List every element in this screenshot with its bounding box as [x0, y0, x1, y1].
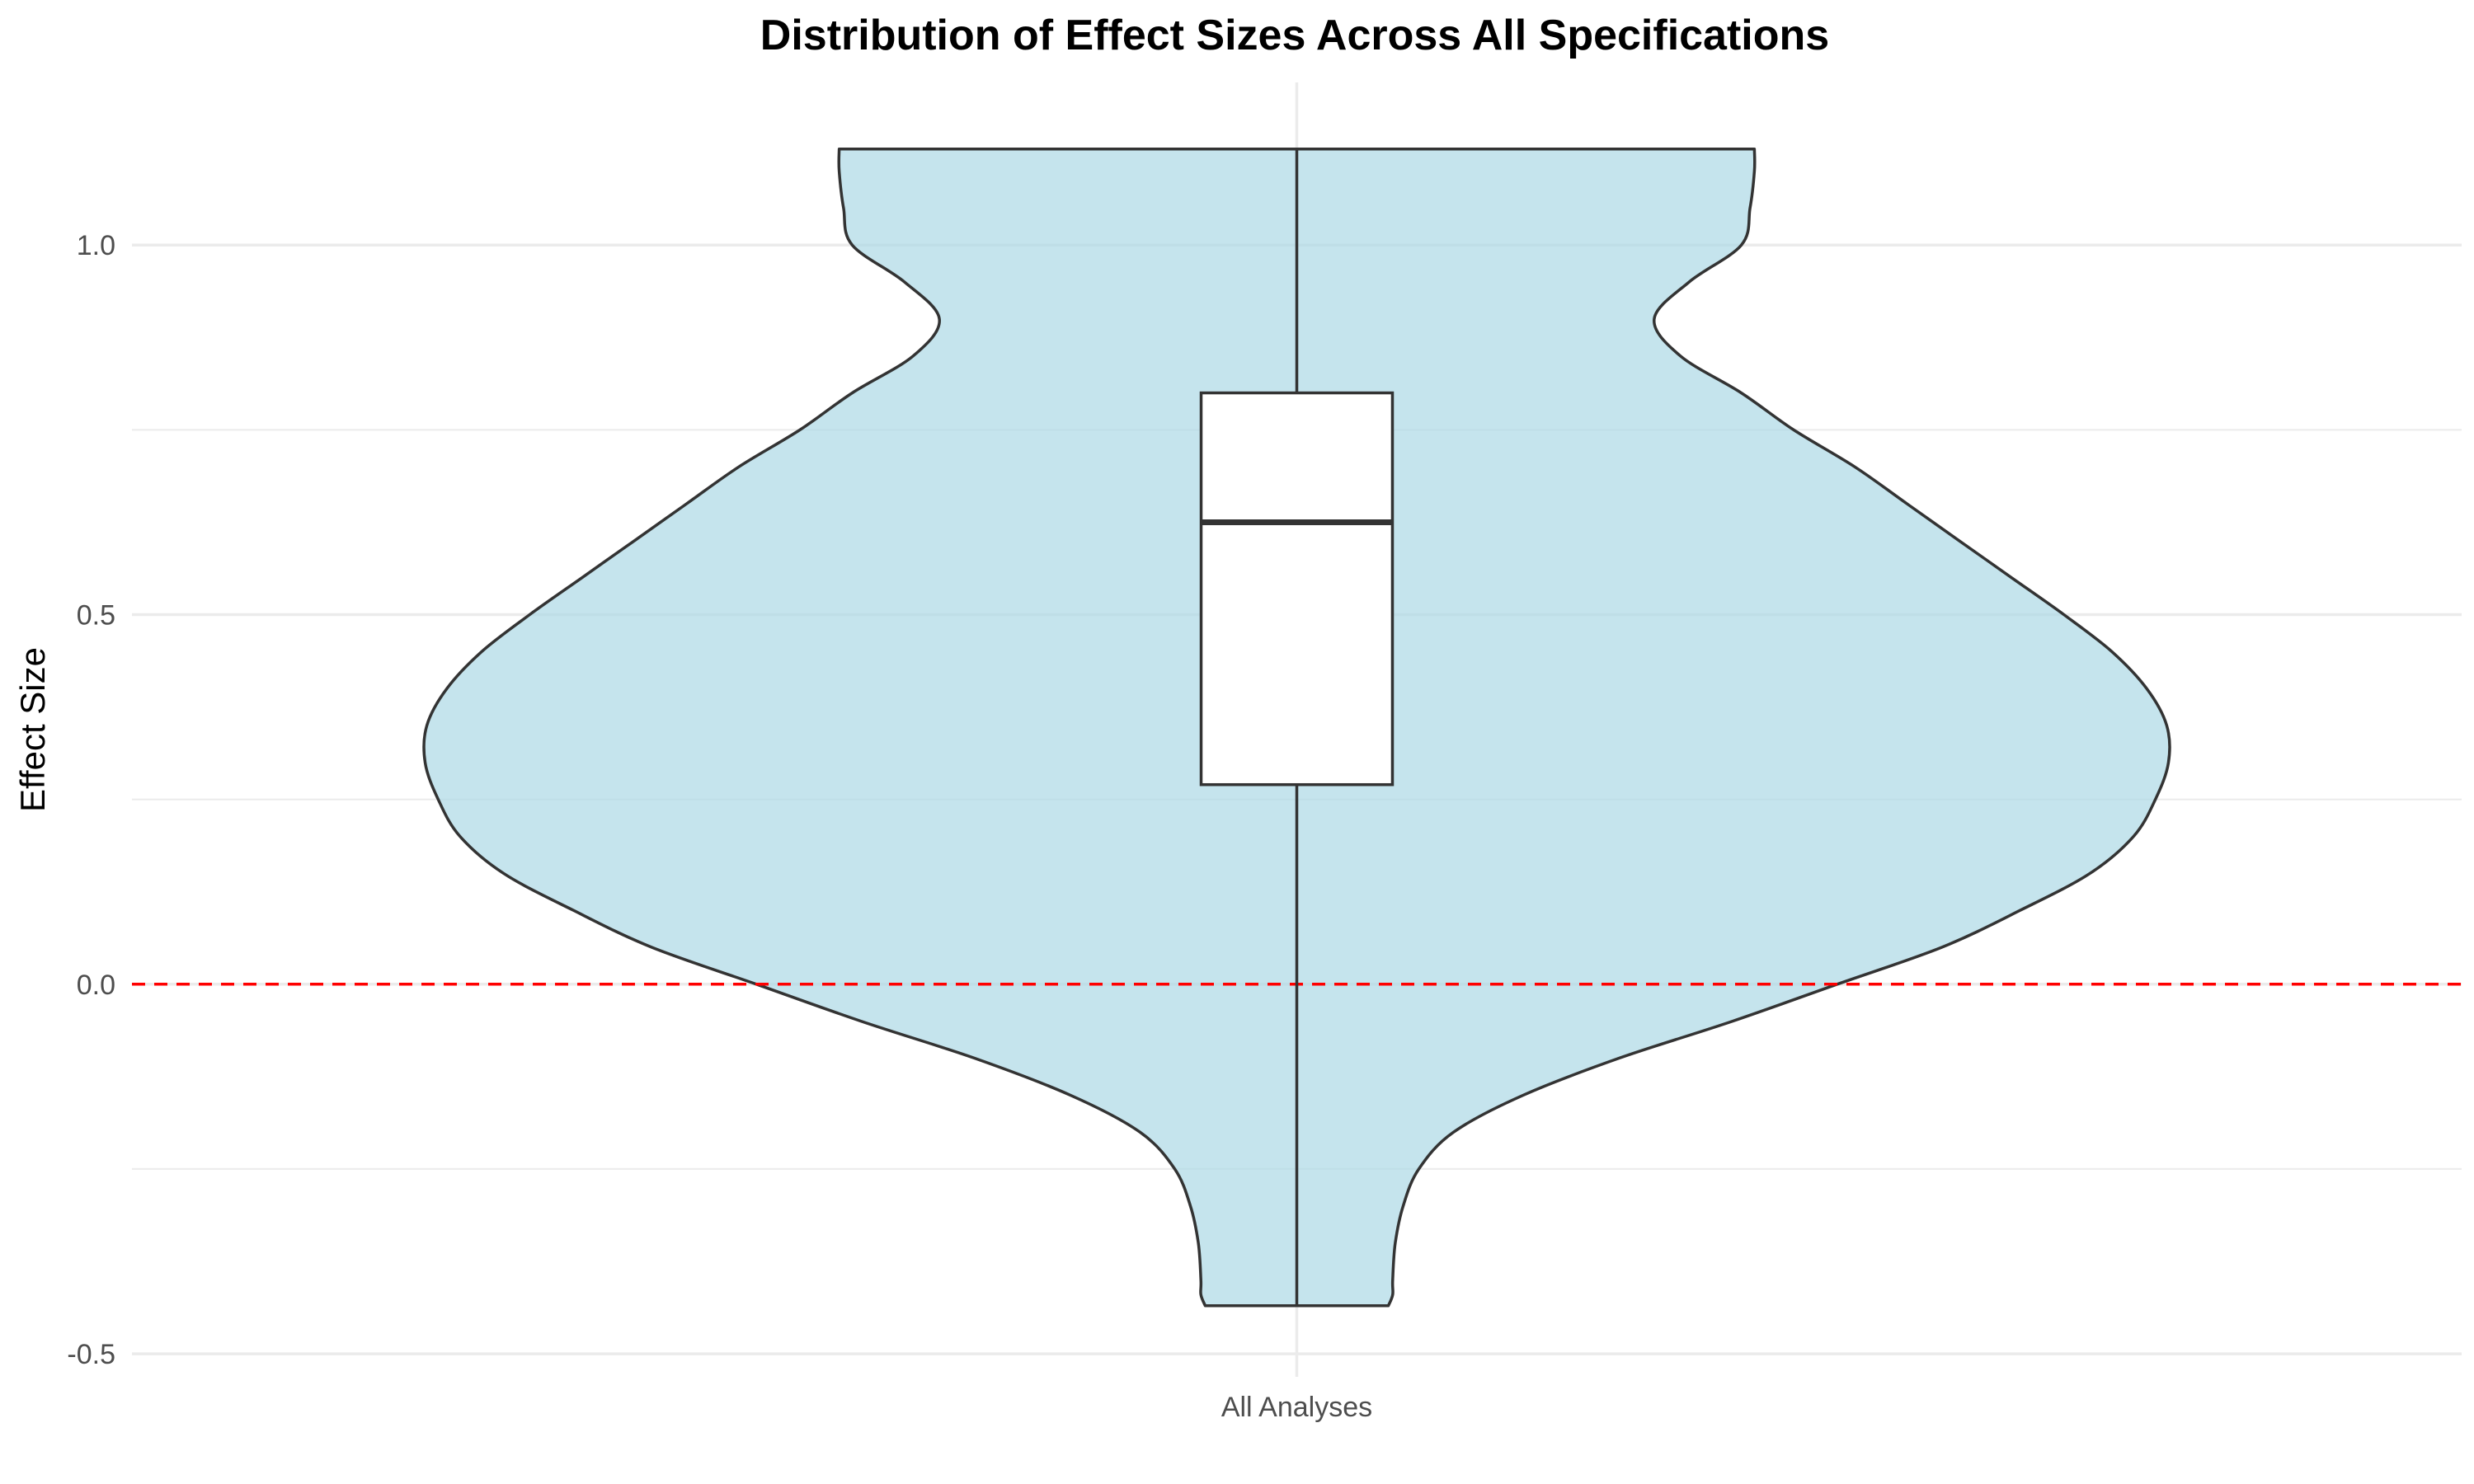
y-tick-label-1: 0.0 [77, 970, 115, 1001]
y-tick-label-3: 1.0 [77, 230, 115, 261]
y-tick-label-2: 0.5 [77, 600, 115, 632]
chart-title: Distribution of Effect Sizes Across All … [760, 12, 1829, 59]
box-0 [1199, 391, 1395, 787]
boxplot-layer [1199, 148, 1395, 1306]
x-tick-label-0: All Analyses [1221, 1392, 1372, 1423]
y-axis-title: Effect Size [13, 647, 52, 812]
y-tick-label-0: -0.5 [67, 1339, 115, 1370]
